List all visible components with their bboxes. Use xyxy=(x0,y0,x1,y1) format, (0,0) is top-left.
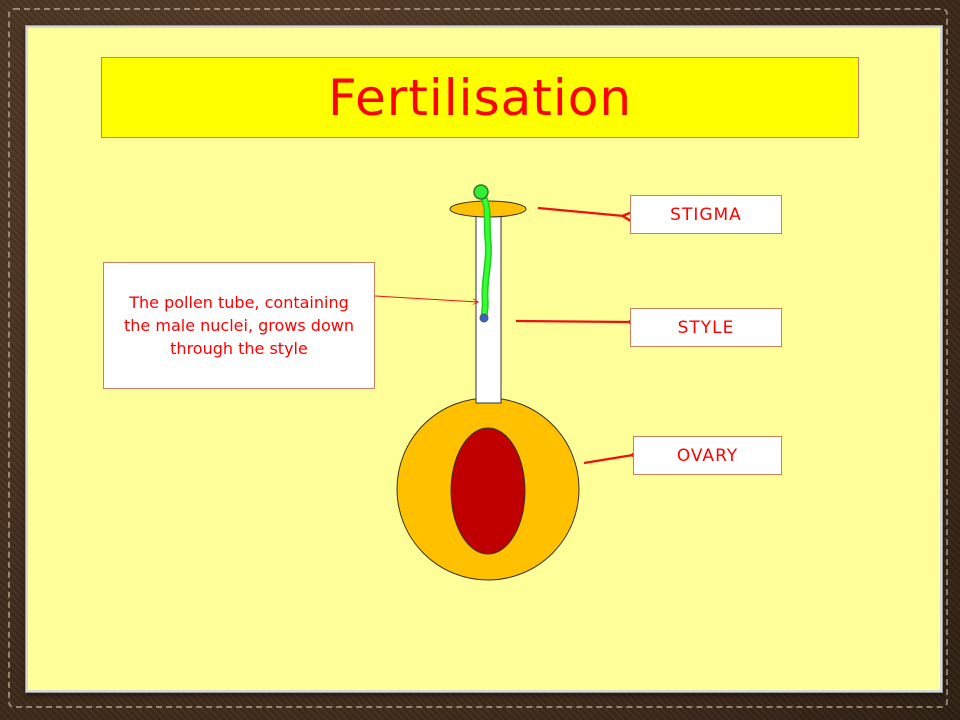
style-arrow xyxy=(515,321,630,322)
pollen-tube-callout: The pollen tube, containing the male nuc… xyxy=(103,262,375,389)
ovary-label-box: OVARY xyxy=(633,436,782,475)
stigma-arrow xyxy=(537,206,624,216)
ovary-arrow xyxy=(583,455,633,465)
slide-title: Fertilisation xyxy=(327,68,633,127)
style-label: STYLE xyxy=(677,317,735,338)
callout-pointer xyxy=(374,295,478,302)
pollen-grain xyxy=(473,184,489,200)
male-nucleus xyxy=(479,313,489,323)
stigma-label: STIGMA xyxy=(670,204,742,225)
frame-stitching xyxy=(8,8,948,708)
style-label-box: STYLE xyxy=(630,308,782,347)
pollen-tube-highlight xyxy=(479,191,491,320)
slide-title-box: Fertilisation xyxy=(101,57,859,138)
ovule xyxy=(450,427,526,555)
stigma-label-box: STIGMA xyxy=(630,195,782,234)
ovary-label: OVARY xyxy=(676,445,739,466)
callout-text: The pollen tube, containing the male nuc… xyxy=(124,293,354,358)
